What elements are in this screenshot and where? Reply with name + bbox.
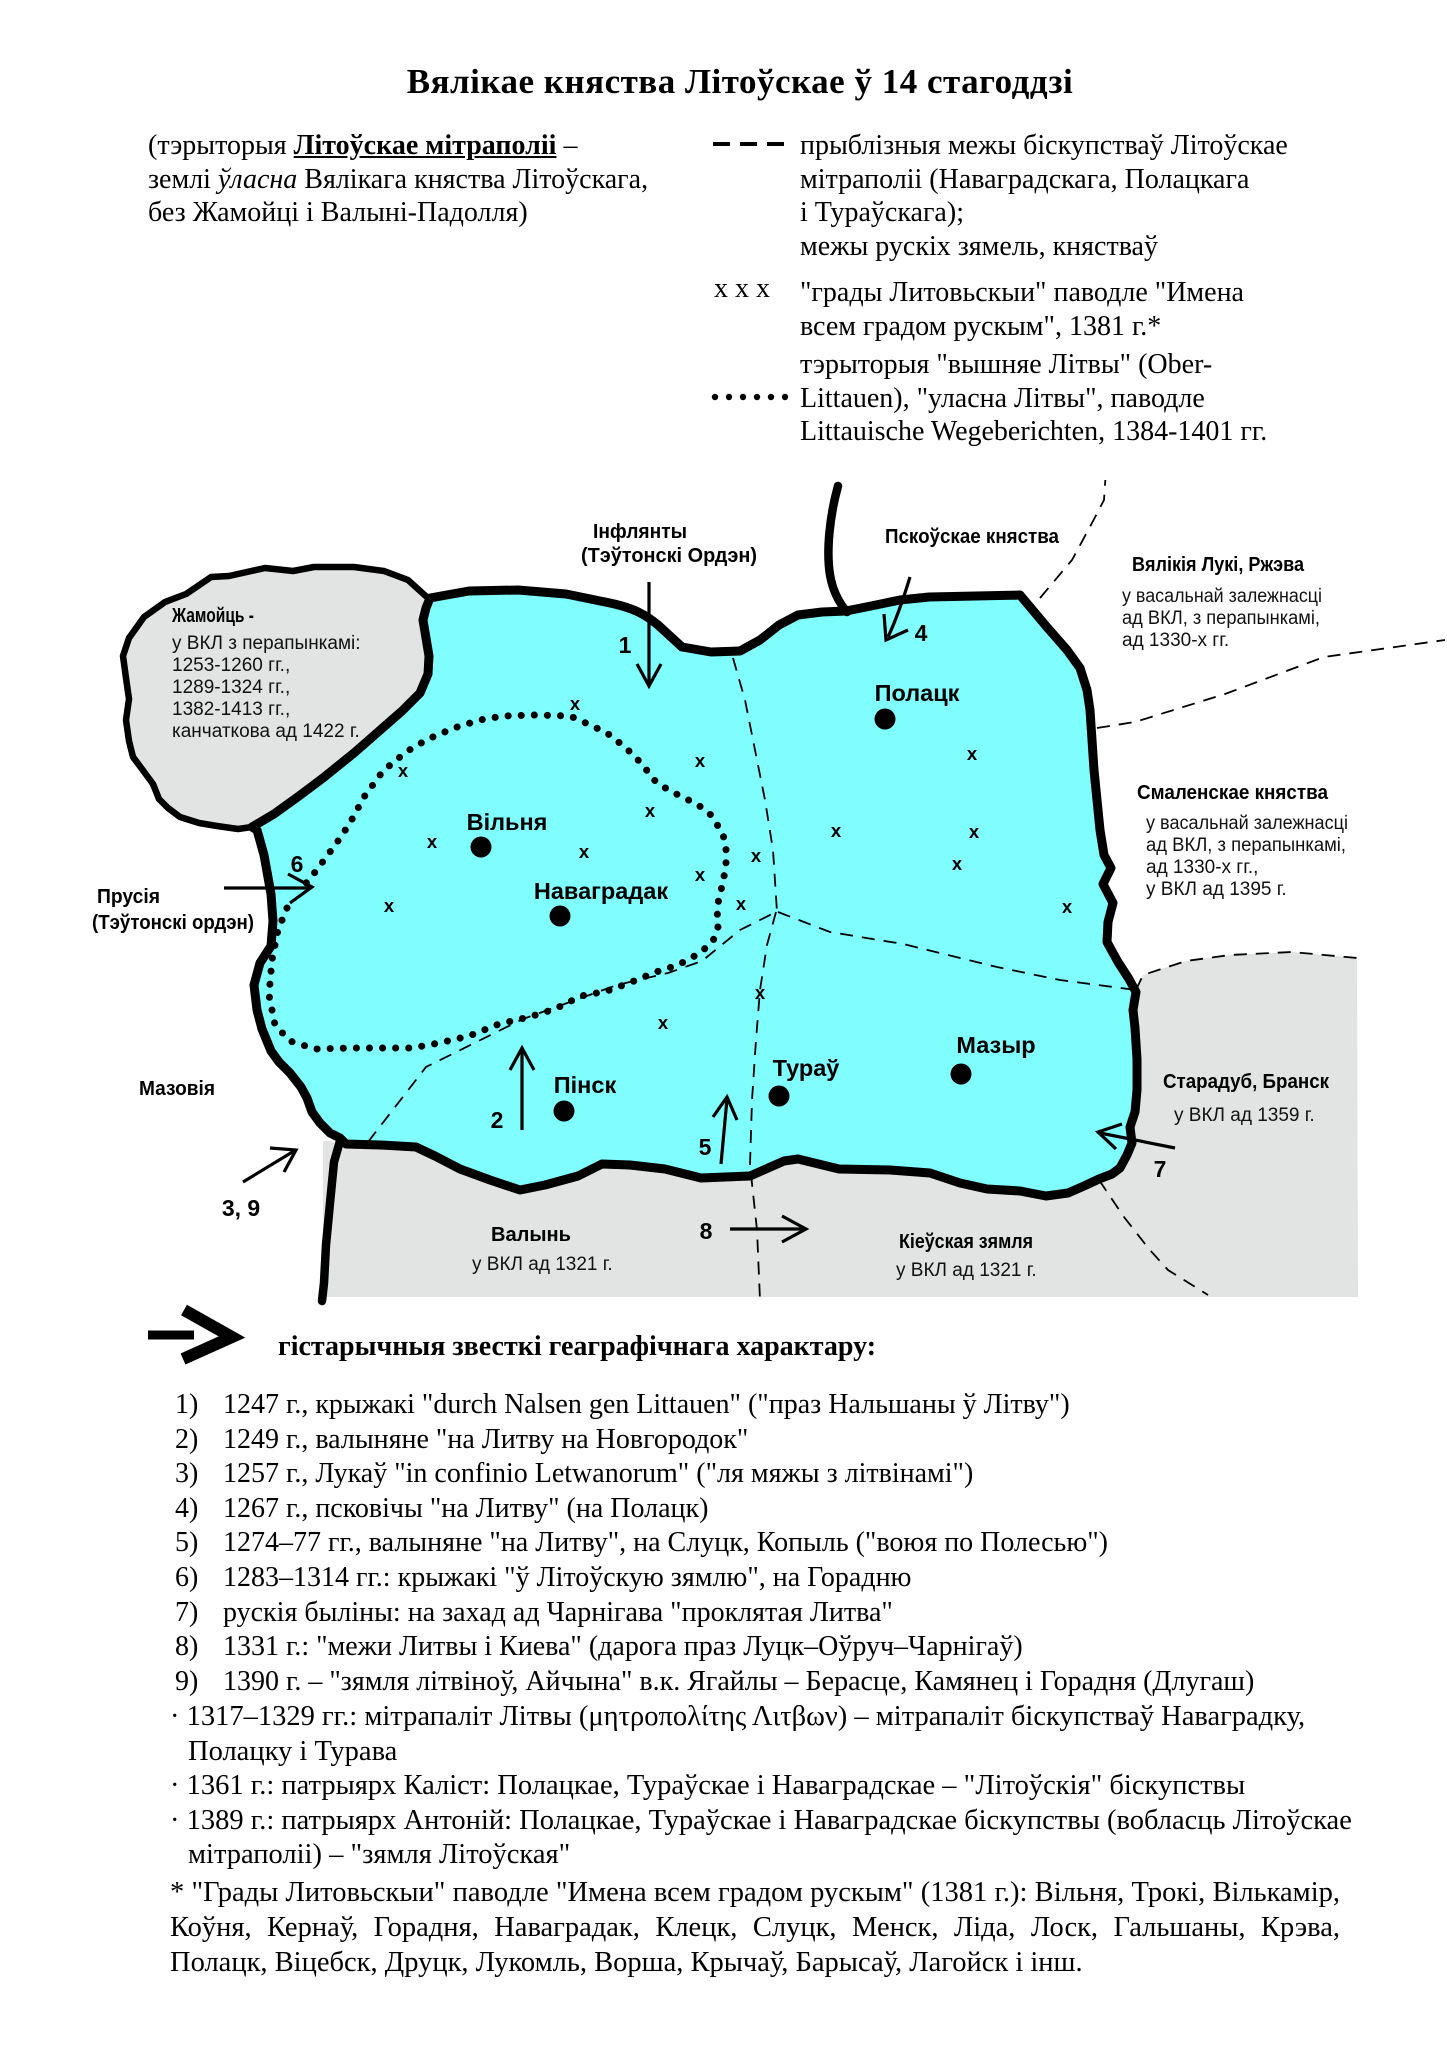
svg-text:Кіеўская зямля: Кіеўская зямля [899,1230,1033,1253]
svg-text:(Тэўтонскі Ордэн): (Тэўтонскі Ордэн) [581,544,757,567]
svg-text:1382-1413 гг.,: 1382-1413 гг., [172,699,290,720]
svg-text:x: x [831,820,842,841]
svg-text:x: x [658,1012,669,1033]
svg-text:x: x [952,853,963,874]
svg-text:x: x [755,982,766,1003]
svg-text:x: x [695,750,706,771]
svg-text:Полацк: Полацк [875,680,960,706]
svg-text:Жамойць -: Жамойць - [171,604,254,627]
svg-text:Вільня: Вільня [467,809,548,835]
svg-text:x: x [427,831,438,852]
svg-text:Старадуб, Бранск: Старадуб, Бранск [1163,1070,1330,1093]
svg-text:Пінск: Пінск [554,1072,617,1098]
svg-text:Валынь: Валынь [491,1223,571,1246]
svg-text:1: 1 [619,632,632,658]
svg-text:Тураў: Тураў [773,1055,840,1081]
svg-text:6: 6 [291,851,304,877]
svg-text:Смаленскае княства: Смаленскае княства [1137,781,1329,804]
svg-text:у ВКЛ з перапынкамі:: у ВКЛ з перапынкамі: [172,633,361,654]
svg-text:ад ВКЛ, з перапынкамі,: ад ВКЛ, з перапынкамі, [1122,608,1320,629]
svg-text:у ВКЛ ад 1321 г.: у ВКЛ ад 1321 г. [472,1254,613,1275]
svg-text:у васальнай залежнасці: у васальнай залежнасці [1146,813,1348,834]
svg-text:Мазыр: Мазыр [956,1032,1035,1058]
svg-text:x: x [398,760,409,781]
svg-text:(Тэўтонскі ордэн): (Тэўтонскі ордэн) [92,911,254,934]
svg-text:Інфлянты: Інфлянты [593,520,687,543]
svg-text:1253-1260 гг.,: 1253-1260 гг., [172,655,290,676]
svg-text:x: x [695,864,706,885]
svg-text:1289-1324 гг.,: 1289-1324 гг., [172,677,290,698]
svg-text:у ВКЛ ад 1359 г.: у ВКЛ ад 1359 г. [1174,1105,1315,1126]
svg-text:x: x [967,743,978,764]
svg-text:ад 1330-х гг.: ад 1330-х гг. [1122,630,1229,651]
svg-text:канчаткова ад 1422 г.: канчаткова ад 1422 г. [172,721,360,742]
svg-text:x: x [570,693,581,714]
svg-text:Прусія: Прусія [97,885,160,908]
svg-text:7: 7 [1154,1156,1167,1182]
svg-text:x: x [751,845,762,866]
svg-text:Вялікія Лукі, Ржэва: Вялікія Лукі, Ржэва [1132,553,1305,576]
svg-text:у васальнай залежнасці: у васальнай залежнасці [1122,586,1322,607]
svg-text:x: x [969,821,980,842]
svg-text:x: x [1062,896,1073,917]
svg-text:Мазовія: Мазовія [139,1077,215,1100]
svg-text:x: x [736,893,747,914]
svg-text:x: x [384,895,395,916]
svg-text:ад ВКЛ, з перапынкамі,: ад ВКЛ, з перапынкамі, [1146,835,1346,856]
svg-text:x: x [645,800,656,821]
svg-text:4: 4 [915,620,928,646]
svg-text:3, 9: 3, 9 [222,1195,260,1221]
svg-text:8: 8 [700,1218,713,1244]
svg-text:Наваградак: Наваградак [534,878,668,904]
svg-text:2: 2 [491,1107,504,1133]
svg-text:ад 1330-х гг.,: ад 1330-х гг., [1146,857,1258,878]
svg-text:у ВКЛ ад 1321 г.: у ВКЛ ад 1321 г. [896,1260,1037,1281]
svg-text:у ВКЛ ад 1395 г.: у ВКЛ ад 1395 г. [1146,879,1287,900]
svg-text:x: x [579,841,590,862]
svg-text:5: 5 [699,1134,712,1160]
svg-text:Пскоўскае княства: Пскоўскае княства [885,525,1060,548]
